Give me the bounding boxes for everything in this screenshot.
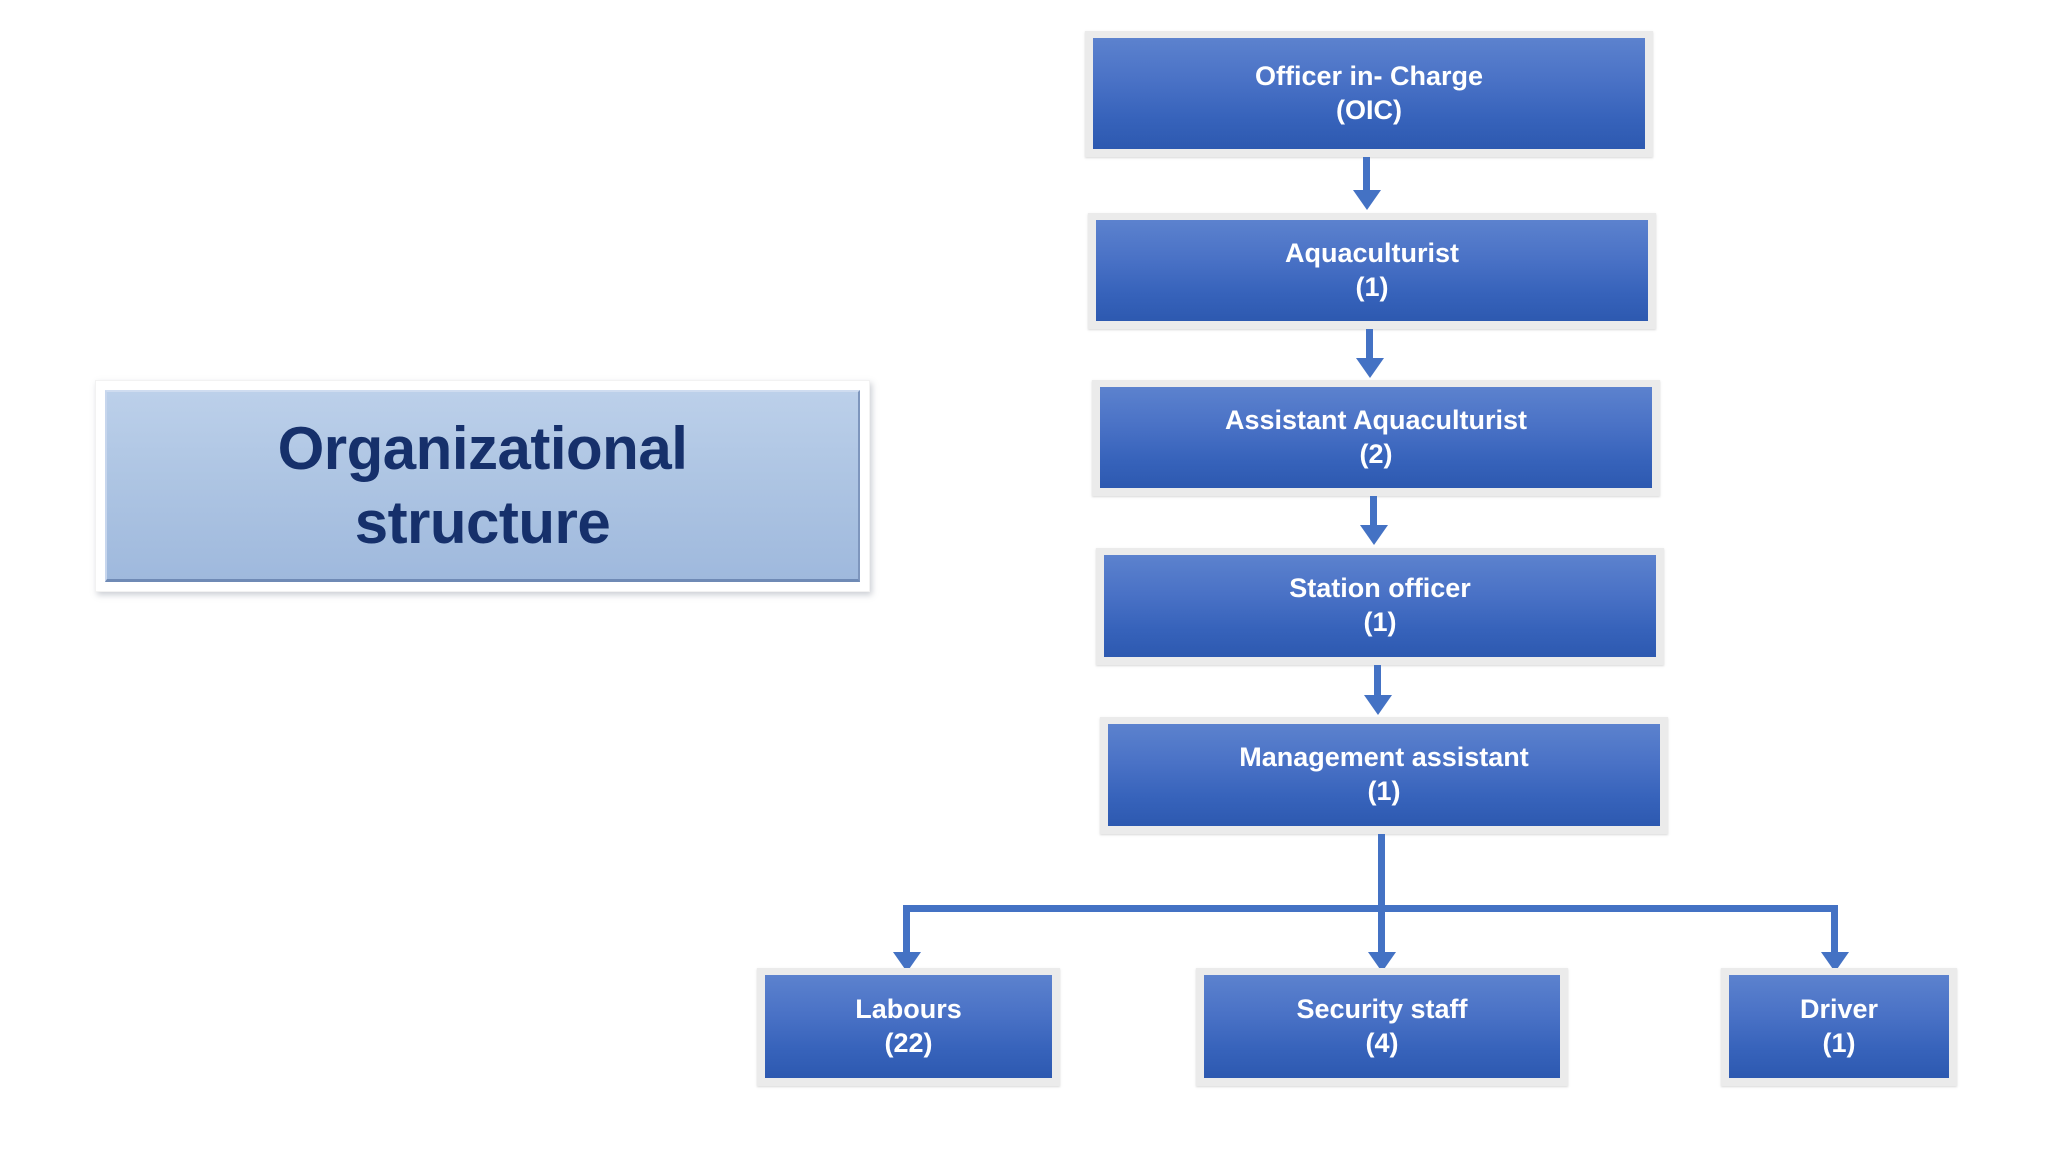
node-count: (2) [1359, 438, 1393, 469]
connector-aquaculturist-to-assistant [1366, 329, 1373, 361]
node-management-assistant[interactable]: Management assistant (1) [1100, 717, 1668, 834]
node-aquaculturist[interactable]: Aquaculturist (1) [1088, 213, 1656, 329]
arrowhead-icon-branch-to-security-staff [1368, 952, 1396, 972]
connector-branch-to-labours [903, 905, 910, 958]
node-driver-inner: Driver (1) [1729, 975, 1949, 1078]
node-labours-inner: Labours (22) [765, 975, 1052, 1078]
connector-station-officer-to-management-assistant [1374, 665, 1381, 698]
node-label: Driver [1799, 993, 1879, 1024]
node-label: Management assistant [1239, 742, 1529, 773]
arrowhead-icon-aquaculturist-to-assistant [1356, 358, 1384, 378]
page-title-line-1: Organizational [277, 415, 688, 483]
node-count: (1) [1355, 271, 1389, 302]
arrowhead-icon-oic-to-aquaculturist [1353, 190, 1381, 210]
node-driver[interactable]: Driver (1) [1721, 968, 1957, 1086]
node-labours[interactable]: Labours (22) [757, 968, 1060, 1086]
node-count: (1) [1822, 1027, 1856, 1058]
node-label: Aquaculturist [1284, 237, 1459, 268]
title-card: Organizational structure [95, 380, 870, 592]
node-station-officer-inner: Station officer (1) [1104, 555, 1656, 657]
node-count: (4) [1365, 1027, 1399, 1058]
node-label: Labours [855, 993, 962, 1024]
node-label: Station officer [1289, 573, 1471, 604]
node-security-staff-inner: Security staff (4) [1204, 975, 1560, 1078]
node-aquaculturist-inner: Aquaculturist (1) [1096, 220, 1648, 321]
arrowhead-icon-branch-to-labours [893, 952, 921, 972]
node-officer-in-charge[interactable]: Officer in- Charge (OIC) [1085, 31, 1653, 157]
node-label: Security staff [1296, 993, 1468, 1024]
node-count: (OIC) [1336, 94, 1402, 125]
connector-branch-to-security-staff [1378, 905, 1385, 958]
node-label: Assistant Aquaculturist [1224, 404, 1528, 435]
title-card-inner: Organizational structure [105, 390, 860, 582]
node-management-assistant-inner: Management assistant (1) [1108, 724, 1660, 826]
page-title: Organizational structure [262, 412, 704, 558]
arrowhead-icon-branch-to-driver [1821, 952, 1849, 972]
arrowhead-icon-assistant-to-station-officer [1360, 525, 1388, 545]
node-count: (1) [1363, 607, 1397, 637]
connector-branch-bus [903, 905, 1838, 912]
page-title-line-2: structure [354, 488, 611, 556]
connector-oic-to-aquaculturist [1363, 157, 1370, 193]
node-officer-in-charge-inner: Officer in- Charge (OIC) [1093, 38, 1645, 149]
connector-assistant-to-station-officer [1370, 496, 1377, 528]
node-count: (1) [1367, 776, 1401, 806]
node-label: Officer in- Charge [1254, 60, 1484, 91]
node-station-officer[interactable]: Station officer (1) [1096, 548, 1664, 665]
node-assistant-aquaculturist-inner: Assistant Aquaculturist (2) [1100, 387, 1652, 488]
arrowhead-icon-station-officer-to-management-assistant [1364, 695, 1392, 715]
node-assistant-aquaculturist[interactable]: Assistant Aquaculturist (2) [1092, 380, 1660, 496]
node-count: (22) [884, 1027, 933, 1058]
connector-branch-to-driver [1831, 905, 1838, 958]
connector-branch-trunk [1378, 834, 1385, 912]
node-security-staff[interactable]: Security staff (4) [1196, 968, 1568, 1086]
